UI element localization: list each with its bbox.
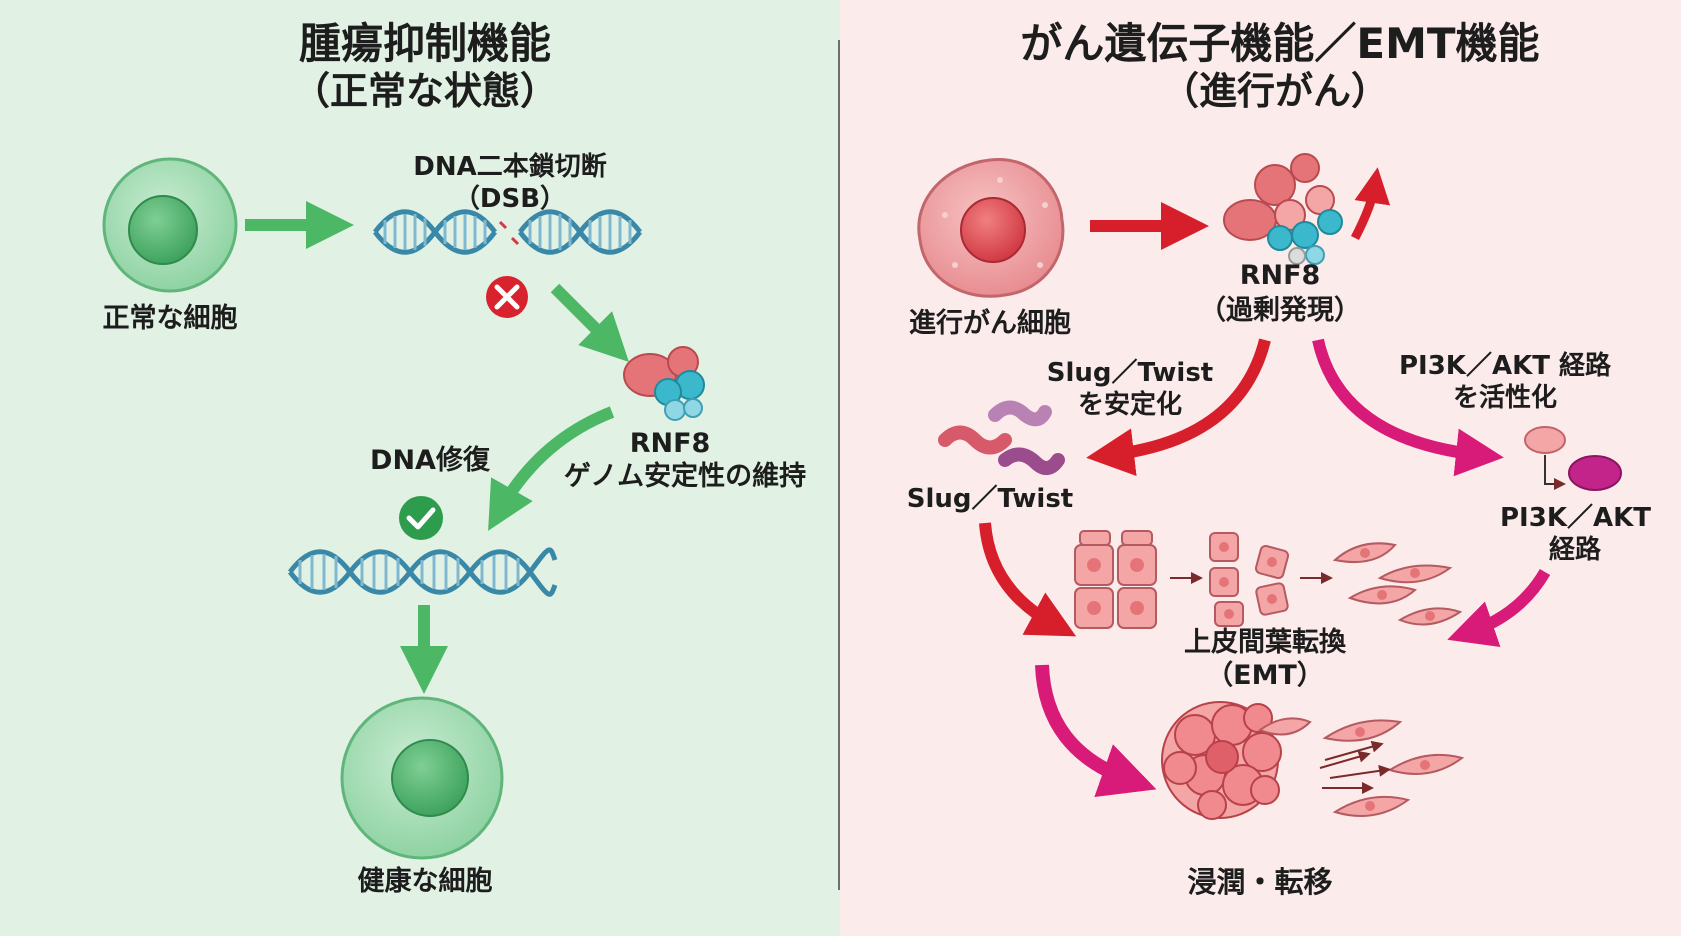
mesenchymal-cells-icon [1332, 542, 1463, 626]
invasion-metastasis-label: 浸潤・転移 [1187, 865, 1333, 899]
epithelial-cells-icon [1074, 530, 1157, 629]
slug-action-line1: Slug／Twist [1046, 358, 1214, 388]
dsb-label: DNA二本鎖切断 [413, 152, 607, 182]
right-subtitle: （進行がん） [1160, 69, 1389, 113]
emt-abbr-label: （EMT） [1206, 660, 1324, 691]
right-title: がん遺伝子機能／EMT機能 [1020, 19, 1540, 68]
pi3k-action-line1: PI3K／AKT 経路 [1398, 351, 1612, 381]
normal-cell-label: 正常な細胞 [102, 303, 238, 334]
rnf8-role-label: ゲノム安定性の維持 [563, 461, 807, 492]
pi3k-akt-icon [1524, 426, 1622, 491]
migrating-cells-icon [1257, 717, 1465, 817]
healthy-cell-label: 健康な細胞 [357, 866, 493, 897]
cancer-cell-icon [917, 157, 1065, 298]
arrow-icon [488, 406, 615, 531]
dna-repair-label: DNA修復 [370, 445, 490, 476]
arrow-icon [1086, 338, 1271, 477]
slug-twist-protein-icon [938, 400, 1065, 475]
healthy-cell-icon [340, 696, 504, 860]
check-icon [399, 496, 443, 540]
arrow-icon [1350, 167, 1391, 241]
pi3k-akt-label-line2: 経路 [1548, 535, 1601, 565]
panel-divider [838, 40, 840, 890]
dsb-abbr-label: （DSB） [453, 184, 567, 214]
arrow-icon [979, 522, 1077, 637]
left-title: 腫瘍抑制機能 [298, 19, 551, 68]
x-icon [486, 276, 528, 318]
rnf8-label-left: RNF8 [629, 428, 711, 459]
tumor-icon [1161, 701, 1282, 820]
slug-twist-label: Slug／Twist [906, 484, 1074, 514]
rnf8-label-right: RNF8 [1239, 260, 1321, 291]
normal-cell-icon [102, 157, 238, 293]
left-subtitle: （正常な状態） [291, 69, 558, 113]
protein-complex-icon [623, 346, 705, 421]
dna-icon [287, 547, 558, 597]
arrow-icon [550, 283, 629, 362]
rnf8-state-label: （過剰発現） [1199, 295, 1361, 326]
emt-label: 上皮間葉転換 [1184, 627, 1346, 658]
slug-action-line2: を安定化 [1077, 390, 1182, 420]
arrow-icon [1312, 338, 1504, 477]
pi3k-akt-label-line1: PI3K／AKT [1500, 503, 1651, 533]
arrow-icon [1447, 568, 1551, 647]
protein-complex-icon [1223, 153, 1343, 265]
advanced-cell-label: 進行がん細胞 [909, 308, 1071, 339]
pi3k-action-line2: を活性化 [1452, 383, 1557, 413]
arrow-icon [1035, 664, 1157, 798]
transitioning-cells-icon [1209, 532, 1290, 627]
broken-dna-icon [372, 209, 643, 255]
